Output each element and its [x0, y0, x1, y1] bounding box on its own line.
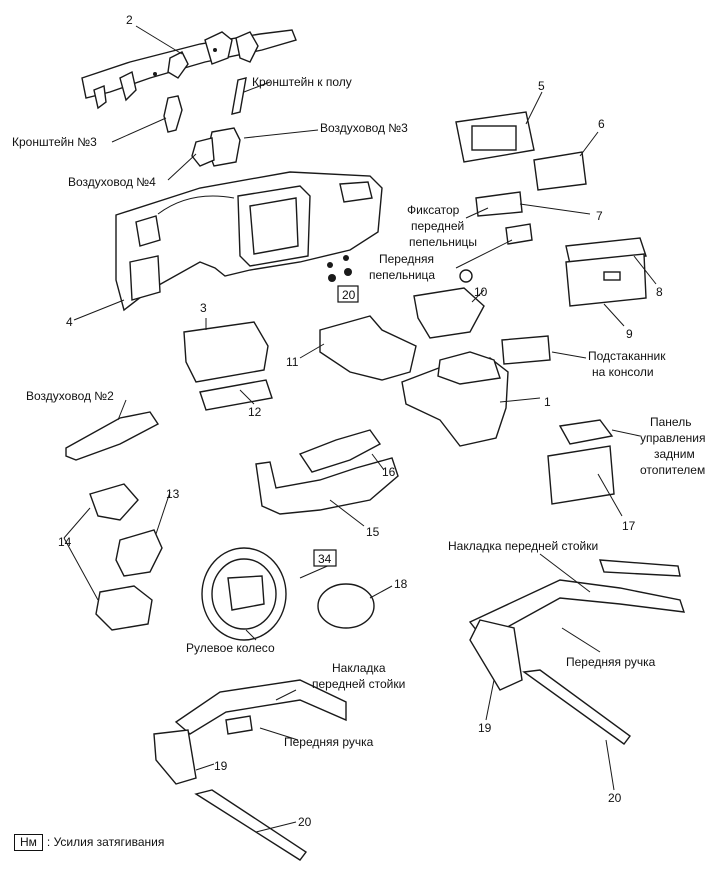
ashtray-retainer — [475, 191, 523, 217]
number-20-right: 20 — [608, 791, 622, 805]
seal-ring — [459, 269, 473, 283]
label-pillar-trim-left-2: передней стойки — [312, 677, 405, 691]
bracket-no3 — [163, 95, 183, 133]
instrument-panel — [115, 171, 383, 312]
label-pillar-trim-left-1: Накладка — [332, 661, 386, 675]
label-rear-heater-1: Панель — [650, 415, 691, 429]
number-7: 7 — [596, 209, 603, 223]
number-12: 12 — [248, 405, 262, 419]
front-ashtray — [505, 223, 533, 245]
air-duct-no4 — [191, 137, 215, 167]
number-19-left: 19 — [214, 759, 228, 773]
label-front-ashtray-2: пепельница — [369, 268, 435, 282]
label-rear-heater-4: отопителем — [640, 463, 705, 477]
part-numbers: 2 5 6 7 8 9 10 3 4 11 12 1 16 13 15 17 1… — [58, 13, 663, 829]
number-20-left: 20 — [298, 815, 312, 829]
right-pillar-trim — [468, 559, 686, 745]
rear-heater-control-panel — [547, 419, 615, 505]
label-front-handle-right: Передняя ручка — [566, 655, 656, 669]
label-cupholder-2: на консоли — [592, 365, 654, 379]
label-rear-heater-2: управления — [640, 431, 705, 445]
combination-meter — [183, 321, 269, 383]
torque-legend: Нм : Усилия затягивания — [14, 833, 164, 851]
console-side-panel — [319, 315, 417, 381]
label-pillar-trim-right: Накладка передней стойки — [448, 539, 598, 553]
glove-box — [565, 237, 647, 307]
steering-column-covers — [89, 483, 163, 631]
number-1: 1 — [544, 395, 551, 409]
label-ashtray-retainer-3: пепельницы — [409, 235, 477, 249]
number-9: 9 — [626, 327, 633, 341]
number-11: 11 — [286, 355, 299, 369]
legend-text: : Усилия затягивания — [46, 835, 165, 849]
number-4: 4 — [66, 315, 73, 329]
number-15: 15 — [366, 525, 380, 539]
label-steering-wheel: Рулевое колесо — [186, 641, 275, 655]
leader-lines — [63, 25, 657, 833]
airbag-module — [317, 583, 375, 629]
number-17: 17 — [622, 519, 636, 533]
label-floor-bracket: Кронштейн к полу — [252, 75, 352, 89]
label-ashtray-retainer-1: Фиксатор — [407, 203, 460, 217]
number-10: 10 — [474, 285, 488, 299]
panel-bolts — [327, 255, 352, 282]
label-rear-heater-3: задним — [654, 447, 695, 461]
floor-bracket — [231, 77, 247, 115]
label-front-handle-left: Передняя ручка — [284, 735, 374, 749]
number-5: 5 — [538, 79, 545, 93]
torque-value-dash: 20 — [342, 288, 356, 302]
number-8: 8 — [656, 285, 663, 299]
label-duct-no2: Воздуховод №2 — [26, 389, 114, 403]
part-labels: Кронштейн к полу Кронштейн №3 Воздуховод… — [12, 75, 705, 749]
torque-box-wheel: 34 — [313, 549, 337, 567]
number-14: 14 — [58, 535, 72, 549]
reinforcement-beam — [81, 29, 297, 110]
label-duct-no4: Воздуховод №4 — [68, 175, 156, 189]
number-16: 16 — [382, 465, 396, 479]
number-3: 3 — [200, 301, 207, 315]
center-console — [401, 351, 509, 447]
console-tray — [413, 287, 485, 339]
number-13: 13 — [166, 487, 180, 501]
climate-control-unit — [533, 151, 587, 191]
air-duct-no2 — [65, 411, 160, 461]
torque-box-dash: 20 — [337, 285, 359, 303]
label-cupholder-1: Подстаканник — [588, 349, 666, 363]
number-2: 2 — [126, 13, 133, 27]
label-front-ashtray-1: Передняя — [379, 252, 434, 266]
legend-unit-box: Нм — [14, 833, 43, 851]
lower-finish-panel — [199, 379, 273, 411]
number-18: 18 — [394, 577, 408, 591]
label-duct-no3: Воздуховод №3 — [320, 121, 408, 135]
label-ashtray-retainer-2: передней — [411, 219, 464, 233]
number-6: 6 — [598, 117, 605, 131]
left-pillar-trim — [153, 679, 347, 861]
instrument-lower-panel — [255, 429, 399, 515]
number-19-right: 19 — [478, 721, 492, 735]
steering-wheel — [201, 547, 287, 641]
label-bracket-no3: Кронштейн №3 — [12, 135, 97, 149]
console-cupholder — [501, 335, 551, 365]
center-audio-panel — [455, 111, 535, 163]
torque-value-wheel: 34 — [318, 552, 332, 566]
